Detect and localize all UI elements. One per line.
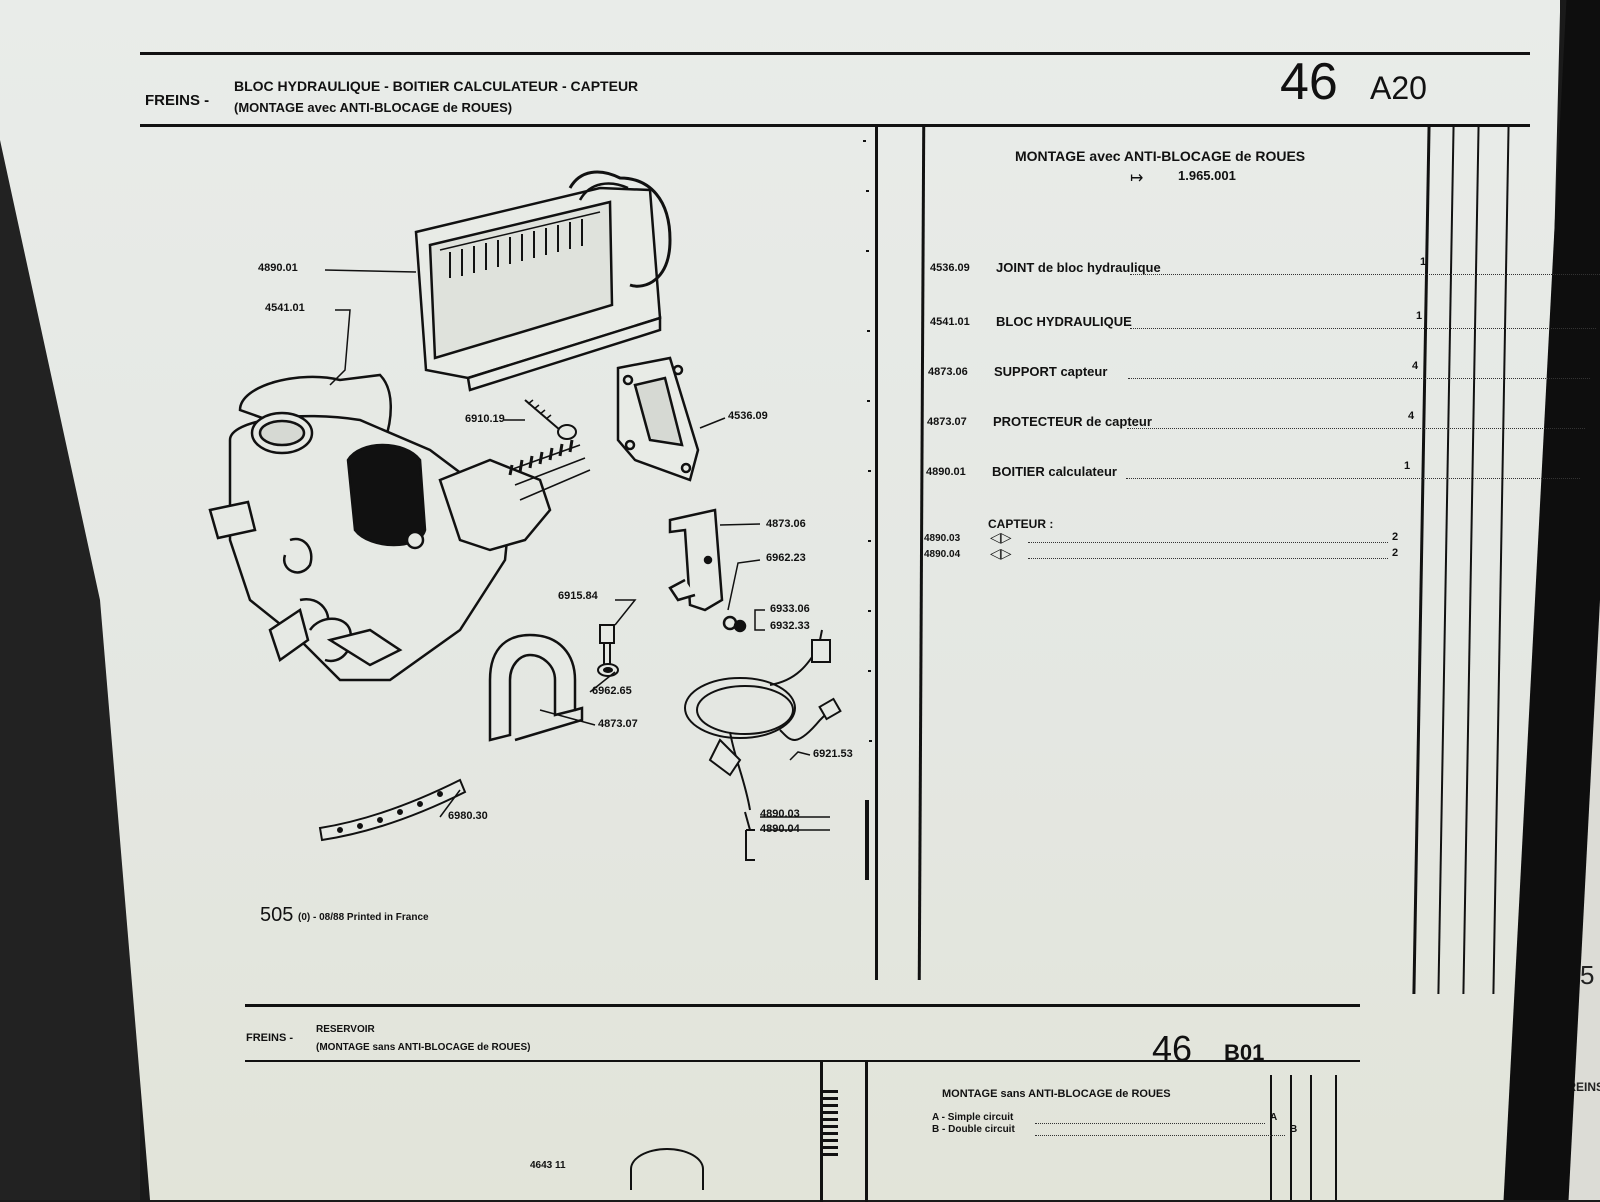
capteur-quantity: 2 (1392, 531, 1399, 543)
capteur-quantity: 2 (1392, 547, 1399, 559)
diagram-label: 6932.33 (770, 620, 810, 632)
hydraulic-block-drawing (208, 373, 591, 682)
bottom-title-line1: RESERVOIR (316, 1024, 375, 1035)
sensor-support-drawing (668, 508, 747, 633)
bottom-qty-rule-4 (1335, 1075, 1337, 1200)
bottom-qty-rule-2 (1290, 1075, 1292, 1200)
double-arrow-icon: ◁▷ (990, 545, 1012, 561)
part-ref: 4873.06 (928, 366, 968, 378)
part-quantity: 1 (1404, 460, 1411, 472)
exploded-diagram (208, 140, 872, 880)
diagram-label: 6915.84 (558, 590, 598, 602)
part-ref: 4890.01 (926, 466, 966, 478)
dotted-leader (1127, 428, 1585, 429)
bottom-divider-right (865, 1062, 868, 1202)
bottom-qty-rule-3 (1310, 1075, 1312, 1200)
diagram-label: 4541.01 (265, 302, 305, 314)
diagram-label: 4536.09 (728, 410, 768, 422)
bottom-title-line2: (MONTAGE sans ANTI-BLOCAGE de ROUES) (316, 1042, 531, 1053)
diagram-label: 6962.23 (766, 552, 806, 564)
margin-strip (863, 140, 872, 880)
part-ref: 4541.01 (930, 316, 970, 328)
dotted-leader (1130, 328, 1596, 329)
variant-a-leader (1035, 1123, 1265, 1124)
top-page-code: A20 (1370, 70, 1427, 106)
diagram-label: 6910.19 (465, 413, 505, 425)
bottom-qty-rule-1 (1270, 1075, 1272, 1200)
sensor-protector-drawing (488, 633, 584, 742)
part-ref: 4536.09 (930, 262, 970, 274)
diagram-label: 4890.04 (760, 823, 800, 835)
qty-column-rule-2 (1437, 124, 1455, 994)
dotted-leader (1128, 378, 1590, 379)
diagram-label: 6921.53 (813, 748, 853, 760)
diagram-label: 6933.06 (770, 603, 810, 615)
qty-column-rule-1 (1412, 124, 1431, 994)
diagram-label: 4873.07 (598, 718, 638, 730)
strap-drawing (318, 778, 467, 842)
variant-b: B - Double circuit (932, 1124, 1015, 1135)
bottom-header-top-rule (245, 1004, 1360, 1007)
diagram-label: 4890.01 (258, 262, 298, 274)
footer-print: (0) - 08/88 Printed in France (298, 912, 429, 923)
reservoir-partial-drawing (630, 1148, 704, 1190)
list-subheading: 1.965.001 (1178, 168, 1236, 183)
diagram-label: 4890.03 (760, 808, 800, 820)
capteur-ref: 4890.04 (924, 549, 961, 560)
dotted-leader (1028, 542, 1388, 543)
top-category: FREINS - (145, 92, 210, 109)
bolt-drawing (597, 624, 619, 677)
part-description: BLOC HYDRAULIQUE (996, 314, 1132, 329)
bottom-margin-strip (820, 1090, 838, 1160)
diagram-label: 6980.30 (448, 810, 488, 822)
part-quantity: 1 (1420, 256, 1427, 268)
part-quantity: 4 (1412, 360, 1419, 372)
leader-lines (324, 269, 830, 831)
top-page-number: 46 (1280, 53, 1338, 111)
dotted-leader (1130, 274, 1600, 275)
part-ref: 4873.07 (927, 416, 967, 428)
capteur-label: CAPTEUR : (988, 517, 1054, 531)
bottom-category: FREINS - (246, 1032, 294, 1044)
double-arrow-icon: ◁▷ (990, 529, 1012, 545)
header-bottom-rule (140, 124, 1530, 127)
ecu-box-drawing (414, 170, 672, 392)
list-heading: MONTAGE avec ANTI-BLOCAGE de ROUES (1015, 148, 1306, 164)
variant-b-leader (1035, 1135, 1285, 1136)
variant-a: A - Simple circuit (932, 1112, 1014, 1123)
capteur-ref: 4890.03 (924, 533, 961, 544)
screw-drawing (524, 399, 577, 440)
part-description: SUPPORT capteur (994, 364, 1108, 379)
bottom-header-bottom-rule (245, 1060, 1360, 1062)
diagram-label: 6962.65 (592, 685, 632, 697)
variant-b-col: B (1290, 1124, 1298, 1135)
bottom-partial-label: 4643 11 (530, 1160, 566, 1171)
dotted-leader (1028, 558, 1388, 559)
variant-a-col: A (1270, 1112, 1278, 1123)
column-divider-left (875, 124, 878, 980)
top-title-line2: (MONTAGE avec ANTI-BLOCAGE de ROUES) (234, 100, 513, 115)
gasket-drawing (616, 356, 700, 482)
part-description: PROTECTEUR de capteur (993, 414, 1152, 429)
part-quantity: 4 (1408, 410, 1415, 422)
part-description: JOINT de bloc hydraulique (996, 260, 1161, 275)
dotted-leader (1126, 478, 1580, 479)
qty-column-rule-3 (1462, 124, 1480, 994)
part-quantity: 1 (1416, 310, 1423, 322)
diagram-label: 4873.06 (766, 518, 806, 530)
wheel-sensor-drawing (684, 629, 842, 861)
bottom-page-number: 46 (1152, 1028, 1193, 1069)
footer-model: 505 (260, 904, 294, 926)
bottom-page-code: B01 (1224, 1040, 1265, 1065)
bottom-list-heading: MONTAGE sans ANTI-BLOCAGE de ROUES (942, 1088, 1171, 1100)
header-top-rule (140, 52, 1530, 55)
catalog-page: FREINS - BLOC HYDRAULIQUE - BOITIER CALC… (130, 40, 1600, 1202)
qty-column-rule-4 (1492, 124, 1510, 994)
part-description: BOITIER calculateur (992, 464, 1117, 479)
arrow-icon: ↦ (1130, 170, 1144, 187)
next-page-number: 5 (1580, 960, 1595, 990)
top-title-line1: BLOC HYDRAULIQUE - BOITIER CALCULATEUR -… (234, 78, 639, 94)
